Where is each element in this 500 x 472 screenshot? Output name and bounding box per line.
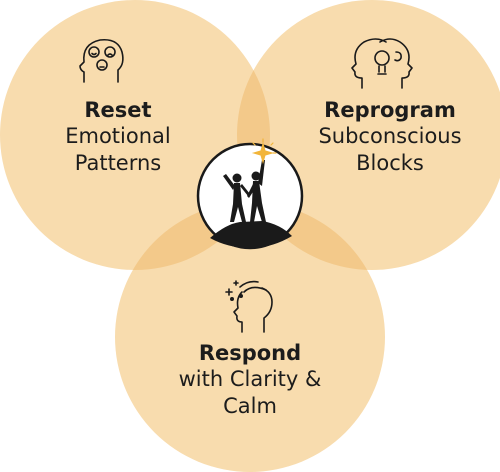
respond-line-2: Calm: [223, 393, 277, 418]
emotions-head-icon: [79, 38, 124, 83]
reprogram-title: Reprogram: [324, 98, 456, 122]
open-mind-head-icon: [225, 280, 273, 333]
respond-label: Respond with Clarity & Calm: [145, 340, 355, 419]
circle-respond: [115, 202, 385, 472]
reprogram-label: Reprogram Subconscious Blocks: [290, 97, 490, 176]
respond-line-1: with Clarity &: [178, 367, 322, 392]
summit-celebration-icon: [196, 138, 304, 250]
spark-icon: [251, 138, 277, 165]
reset-title: Reset: [84, 98, 152, 122]
reset-label: Reset Emotional Patterns: [28, 97, 208, 176]
respond-title: Respond: [198, 341, 302, 365]
reprogram-line-1: Subconscious: [318, 124, 462, 149]
reset-line-1: Emotional: [65, 124, 171, 149]
lightbulb-heads-icon: [351, 38, 413, 89]
reprogram-line-2: Blocks: [356, 150, 424, 175]
reset-line-2: Patterns: [74, 150, 162, 175]
